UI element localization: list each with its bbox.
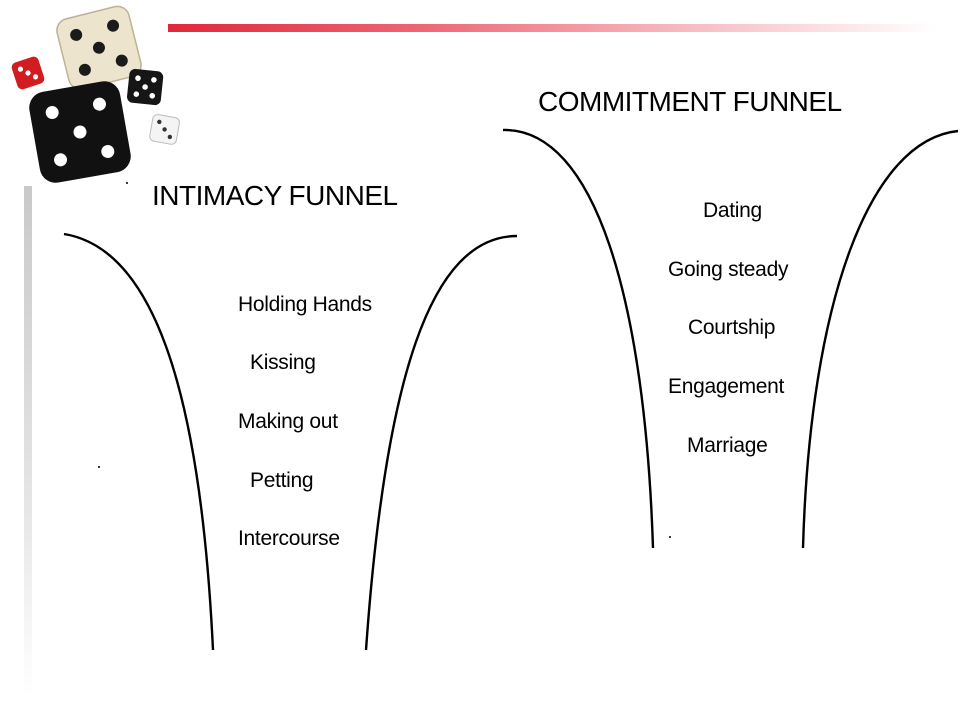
intimacy-funnel-right-curve — [364, 234, 518, 651]
intimacy-funnel-title: INTIMACY FUNNEL — [152, 180, 398, 211]
speck — [98, 466, 100, 468]
intimacy-funnel-left-curve — [63, 232, 215, 651]
intimacy-stage: Kissing — [250, 351, 316, 374]
top-accent-bar — [168, 24, 938, 32]
intimacy-stage: Making out — [238, 410, 338, 433]
commitment-funnel-title: COMMITMENT FUNNEL — [538, 86, 842, 117]
commitment-stage: Engagement — [668, 375, 785, 398]
intimacy-stage: Intercourse — [238, 527, 340, 550]
intimacy-stage: Petting — [250, 469, 314, 492]
left-accent-bar — [24, 186, 32, 696]
commitment-stage: Marriage — [687, 434, 768, 457]
commitment-funnel-right-curve — [801, 129, 959, 549]
speck — [669, 536, 671, 538]
commitment-stage: Courtship — [688, 316, 776, 339]
commitment-stage: Dating — [703, 199, 762, 222]
speck — [126, 182, 128, 184]
commitment-funnel-left-curve — [502, 128, 655, 549]
dice-icon — [11, 5, 180, 183]
commitment-stage: Going steady — [668, 258, 789, 281]
intimacy-stage: Holding Hands — [238, 293, 372, 316]
